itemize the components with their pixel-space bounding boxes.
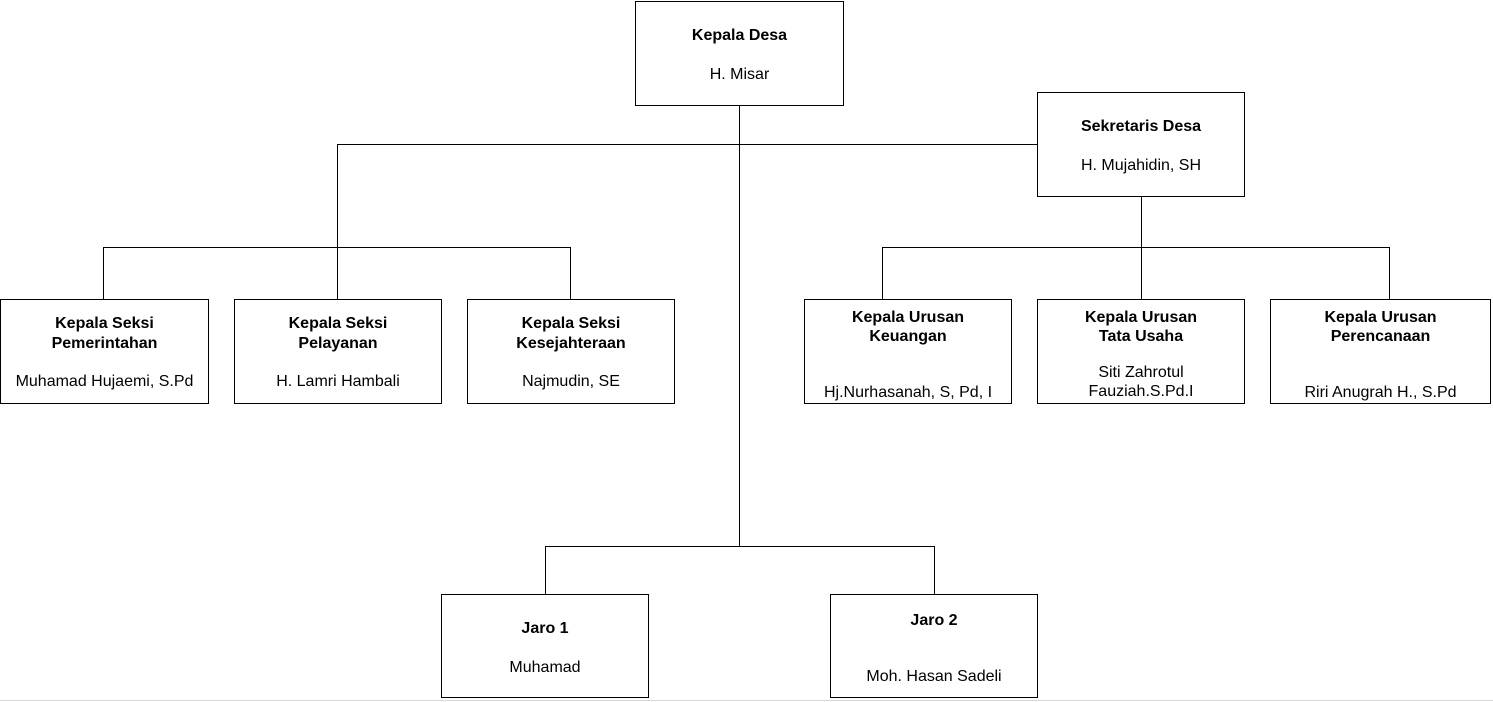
kepala-seksi-pemerintahan-box: Kepala Seksi Pemerintahan Muhamad Hujaem…	[0, 299, 209, 404]
kepala-urusan-perencanaan-name: Riri Anugrah H., S.Pd	[1304, 384, 1457, 401]
connector-line	[570, 247, 571, 299]
kepala-urusan-perencanaan-box: Kepala Urusan Perencanaan Riri Anugrah H…	[1270, 299, 1491, 404]
connector-line	[337, 144, 1037, 145]
kepala-seksi-kesejahteraan-box: Kepala Seksi Kesejahteraan Najmudin, SE	[467, 299, 675, 404]
kepala-desa-box: Kepala Desa H. Misar	[635, 1, 844, 106]
connector-line	[739, 105, 740, 546]
connector-line	[1389, 247, 1390, 299]
kepala-urusan-keuangan-title: Kepala Urusan Keuangan	[851, 309, 965, 345]
kepala-seksi-kesejahteraan-title: Kepala Seksi Kesejahteraan	[516, 315, 626, 352]
connector-line	[337, 144, 338, 247]
kepala-urusan-tata-usaha-title: Kepala Urusan Tata Usaha	[1084, 309, 1198, 345]
connector-line	[882, 247, 1390, 248]
kepala-seksi-pelayanan-box: Kepala Seksi Pelayanan H. Lamri Hambali	[234, 299, 442, 404]
connector-line	[103, 247, 104, 299]
kepala-seksi-pemerintahan-title: Kepala Seksi Pemerintahan	[51, 315, 158, 352]
connector-line	[337, 247, 338, 299]
kepala-seksi-pelayanan-name: H. Lamri Hambali	[276, 373, 400, 390]
connector-line	[1141, 196, 1142, 247]
kepala-urusan-tata-usaha-name: Siti Zahrotul Fauziah.S.Pd.I	[1088, 364, 1194, 400]
bottom-divider	[0, 700, 1493, 701]
kepala-urusan-perencanaan-title: Kepala Urusan Perencanaan	[1324, 309, 1437, 345]
connector-line	[934, 546, 935, 594]
kepala-urusan-tata-usaha-box: Kepala Urusan Tata Usaha Siti Zahrotul F…	[1037, 299, 1245, 404]
jaro-2-box: Jaro 2 Moh. Hasan Sadeli	[830, 594, 1038, 698]
connector-line	[882, 247, 883, 299]
connector-line	[545, 546, 546, 594]
connector-line	[1141, 247, 1142, 299]
sekretaris-desa-title: Sekretaris Desa	[1080, 118, 1202, 135]
connector-line	[545, 546, 934, 547]
kepala-desa-name: H. Misar	[709, 66, 770, 83]
kepala-seksi-pelayanan-title: Kepala Seksi Pelayanan	[288, 315, 388, 352]
jaro-1-box: Jaro 1 Muhamad	[441, 594, 649, 698]
kepala-seksi-kesejahteraan-name: Najmudin, SE	[522, 373, 620, 390]
jaro-1-name: Muhamad	[509, 659, 581, 676]
jaro-2-title: Jaro 2	[910, 612, 958, 629]
kepala-urusan-keuangan-box: Kepala Urusan Keuangan Hj.Nurhasanah, S,…	[804, 299, 1012, 404]
kepala-desa-title: Kepala Desa	[691, 27, 788, 44]
kepala-seksi-pemerintahan-name: Muhamad Hujaemi, S.Pd	[15, 373, 194, 390]
kepala-urusan-keuangan-name: Hj.Nurhasanah, S, Pd, I	[823, 384, 993, 401]
sekretaris-desa-name: H. Mujahidin, SH	[1080, 157, 1202, 174]
sekretaris-desa-box: Sekretaris Desa H. Mujahidin, SH	[1037, 92, 1245, 197]
jaro-1-title: Jaro 1	[521, 620, 569, 637]
jaro-2-name: Moh. Hasan Sadeli	[866, 668, 1002, 685]
